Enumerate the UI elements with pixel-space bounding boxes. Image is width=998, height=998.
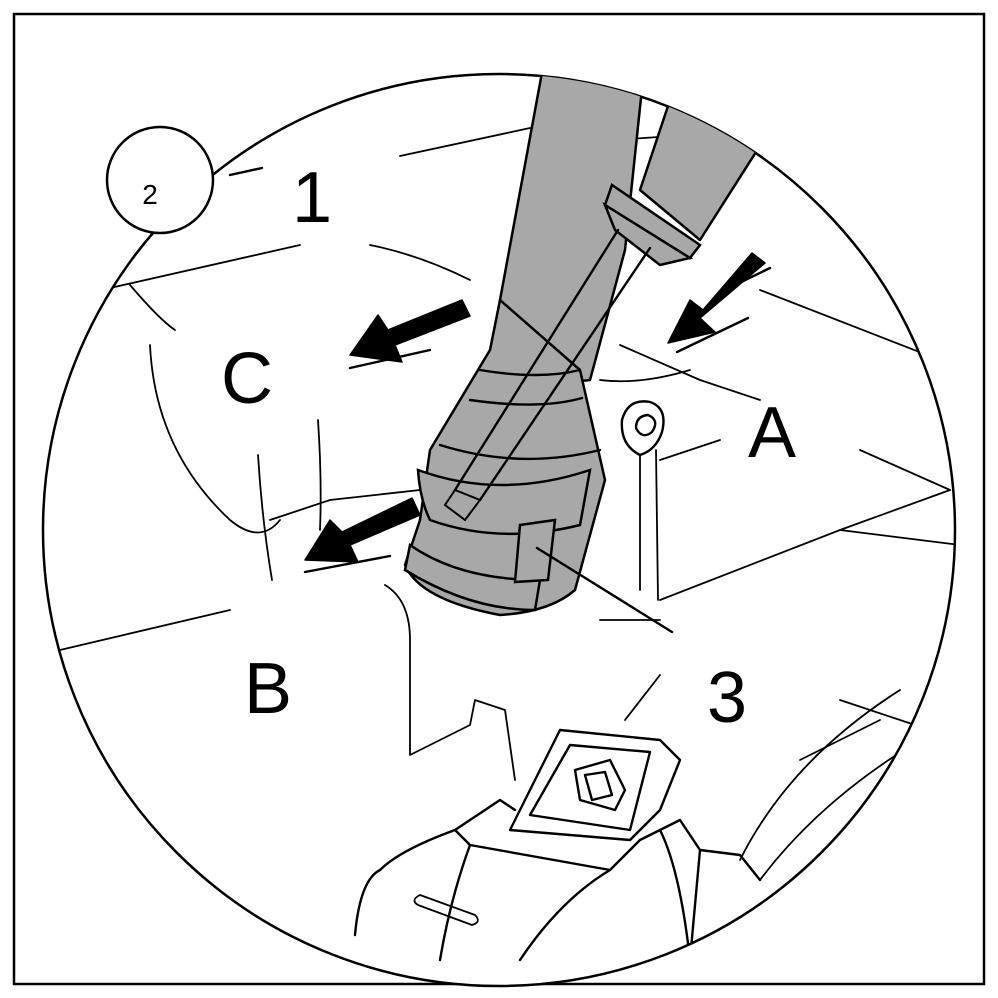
step-badge: 2: [105, 125, 215, 235]
leader-line-3: [535, 546, 674, 634]
arrow-a: [667, 252, 772, 354]
arrow-c: [348, 299, 471, 370]
step-badge-number: 2: [142, 179, 158, 210]
callout-1: 1: [292, 158, 332, 238]
label-b: B: [244, 649, 292, 729]
tool-handle: [403, 74, 647, 617]
arrow-b: [303, 497, 421, 574]
label-a: A: [748, 393, 796, 473]
callout-3: 3: [707, 658, 747, 738]
leader-line-1: [228, 166, 264, 177]
label-c: C: [221, 339, 273, 419]
